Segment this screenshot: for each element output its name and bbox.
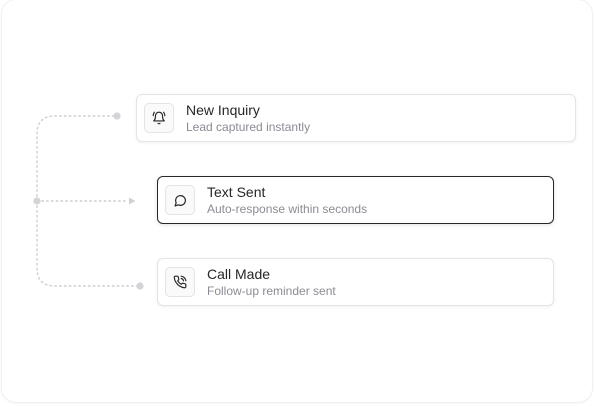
step-title: Call Made: [207, 265, 271, 282]
step-subtitle: Follow-up reminder sent: [207, 283, 336, 298]
step-title: Text Sent: [207, 183, 266, 200]
bell-icon: [144, 103, 174, 133]
step-card-call-made[interactable]: Call Made Follow-up reminder sent: [157, 258, 554, 306]
step-card-text-sent[interactable]: Text Sent Auto-response within seconds: [157, 176, 554, 224]
step-subtitle: Lead captured instantly: [186, 119, 311, 134]
step-subtitle: Auto-response within seconds: [207, 201, 368, 216]
step-title: New Inquiry: [186, 101, 260, 118]
phone-call-icon: [165, 267, 195, 297]
message-circle-icon: [165, 185, 195, 215]
step-card-new-inquiry[interactable]: New Inquiry Lead captured instantly: [136, 94, 576, 142]
